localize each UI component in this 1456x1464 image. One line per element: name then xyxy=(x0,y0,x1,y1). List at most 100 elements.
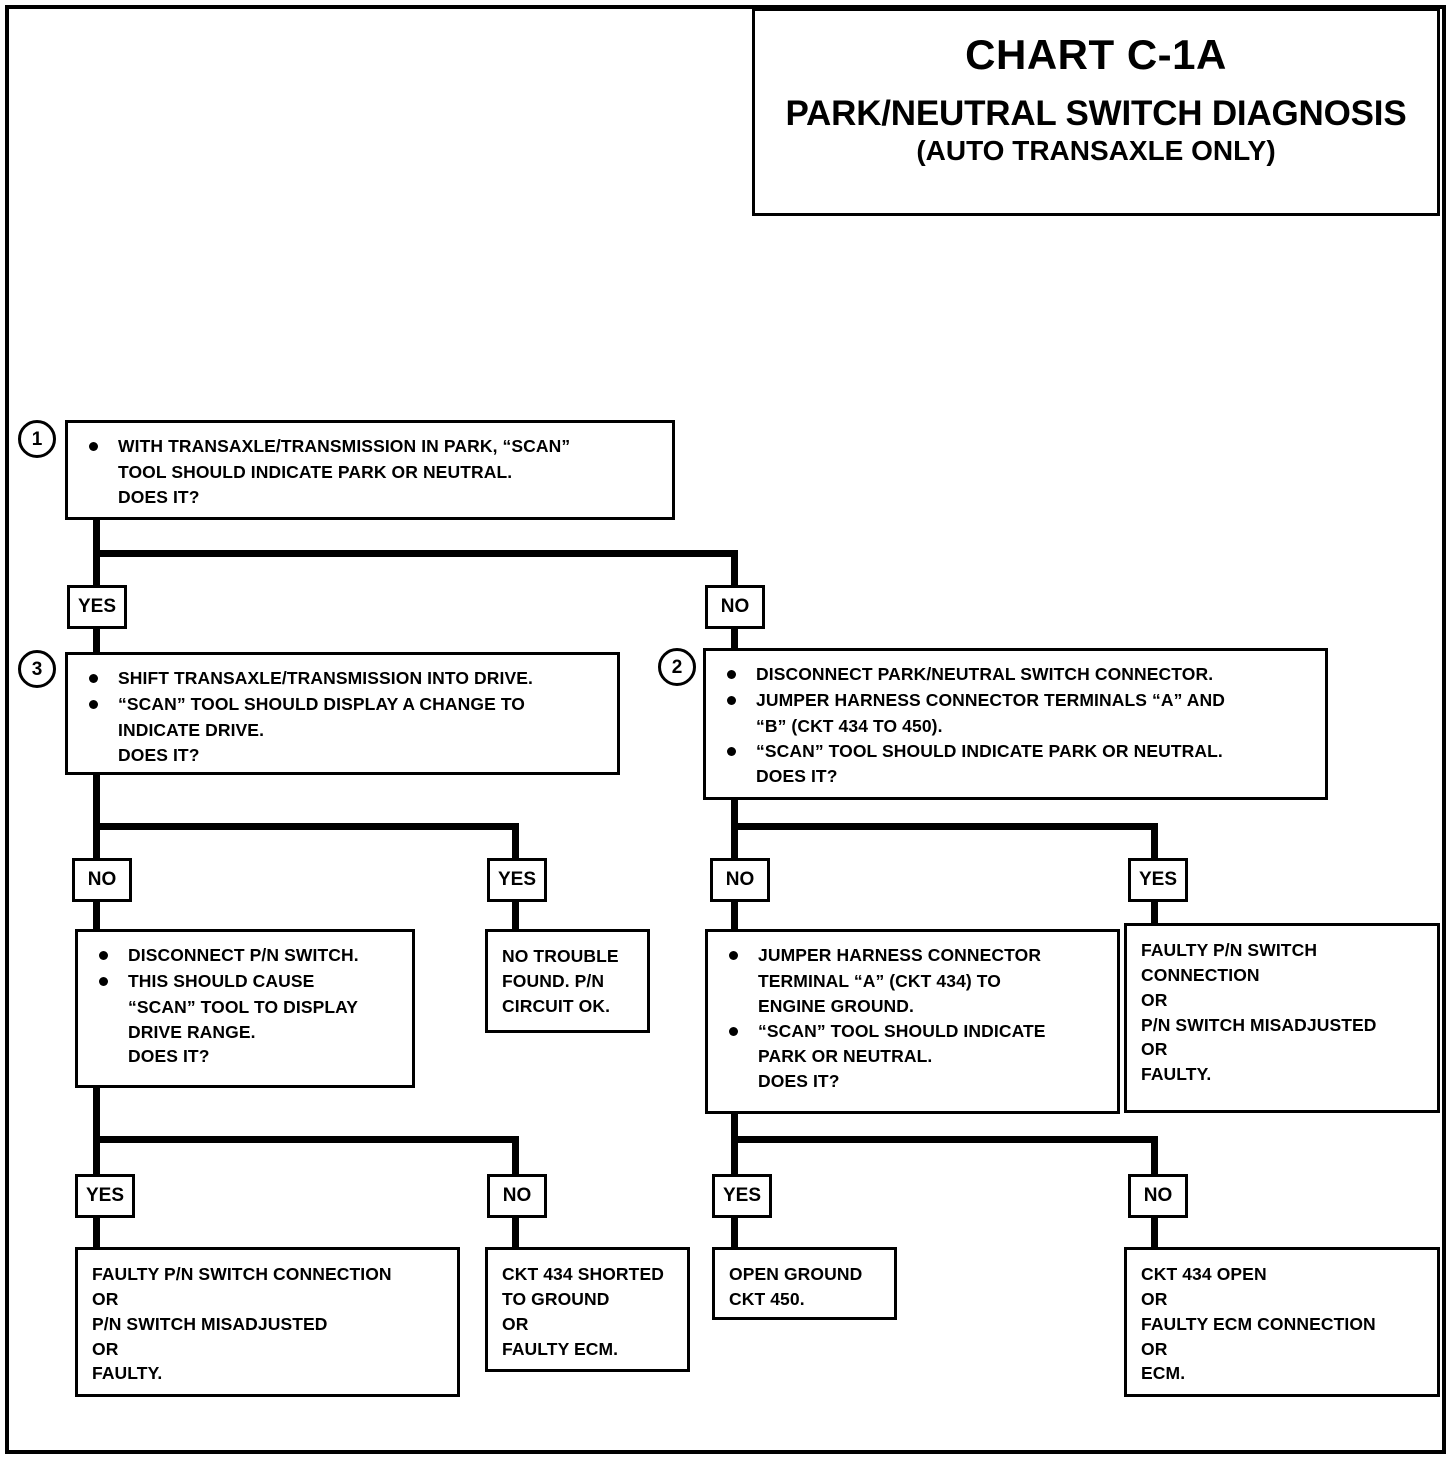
jumper-harness-ground-box: JUMPER HARNESS CONNECTOR TERMINAL “A” (C… xyxy=(705,929,1120,1114)
step-2-line-1: DISCONNECT PARK/NEUTRAL SWITCH CONNECTOR… xyxy=(718,662,1315,687)
decision-jumper-yes[interactable]: YES xyxy=(712,1174,772,1218)
connector-no-to-step2 xyxy=(731,628,738,652)
connector-step2-no-stem xyxy=(731,823,738,858)
faulty-pn-bottom-line-5: FAULTY. xyxy=(92,1363,163,1384)
disconnect-pn-line-5: DOES IT? xyxy=(128,1046,210,1067)
no-trouble-found-box: NO TROUBLE FOUND. P/N CIRCUIT OK. xyxy=(485,929,650,1033)
connector-step2-stem xyxy=(731,800,738,823)
ckt434-shorted-line-4: FAULTY ECM. xyxy=(502,1338,619,1359)
chart-title-block: CHART C-1A PARK/NEUTRAL SWITCH DIAGNOSIS… xyxy=(752,8,1440,216)
connector-disconnect-yes-down xyxy=(93,1217,100,1247)
step-3-line-1: SHIFT TRANSAXLE/TRANSMISSION INTO DRIVE. xyxy=(80,666,607,691)
step-2-line-4: “SCAN” TOOL SHOULD INDICATE PARK OR NEUT… xyxy=(718,739,1315,764)
decision-step2-no[interactable]: NO xyxy=(710,858,770,902)
step-2-line-5: DOES IT? xyxy=(756,766,838,787)
connector-disconnect-no-down xyxy=(512,1217,519,1247)
disconnect-pn-line-3: “SCAN” TOOL TO DISPLAY xyxy=(128,996,359,1017)
decision-jumper-no[interactable]: NO xyxy=(1128,1174,1188,1218)
connector-step2-no-down xyxy=(731,901,738,929)
connector-step1-yes-stem xyxy=(93,550,100,585)
ckt434-open-line-5: ECM. xyxy=(1141,1363,1186,1384)
disconnect-pn-line-4: DRIVE RANGE. xyxy=(128,1021,256,1042)
connector-jumper-stem xyxy=(731,1113,738,1136)
ckt434-open-line-4: OR xyxy=(1141,1338,1168,1359)
open-ground-line-1: OPEN GROUND xyxy=(729,1264,863,1284)
connector-step2-branch-bar xyxy=(731,823,1158,830)
no-trouble-line-1: NO TROUBLE xyxy=(502,946,619,966)
step-3-line-2: “SCAN” TOOL SHOULD DISPLAY A CHANGE TO xyxy=(80,692,607,717)
ckt434-shorted-line-3: OR xyxy=(502,1313,529,1334)
connector-jumper-yes-down xyxy=(731,1217,738,1247)
ckt434-open-line-3: FAULTY ECM CONNECTION xyxy=(1141,1313,1376,1334)
faulty-pn-bottom-line-2: OR xyxy=(92,1288,119,1309)
step-1-line-1: WITH TRANSAXLE/TRANSMISSION IN PARK, “SC… xyxy=(80,434,662,459)
faulty-pn-right-line-2: CONNECTION xyxy=(1141,964,1260,985)
decision-step3-no[interactable]: NO xyxy=(72,858,132,902)
step-2-line-2: JUMPER HARNESS CONNECTOR TERMINALS “A” A… xyxy=(718,688,1315,713)
ckt434-open-line-2: OR xyxy=(1141,1288,1168,1309)
jumper-ground-line-5: PARK OR NEUTRAL. xyxy=(758,1046,933,1067)
connector-step3-branch-bar xyxy=(93,823,519,830)
connector-jumper-no-stem xyxy=(1151,1136,1158,1174)
faulty-pn-right-line-6: FAULTY. xyxy=(1141,1064,1212,1085)
connector-disconnect-branch-bar xyxy=(93,1136,519,1143)
jumper-ground-line-4: “SCAN” TOOL SHOULD INDICATE xyxy=(720,1019,1107,1044)
faulty-pn-right-line-3: OR xyxy=(1141,989,1168,1010)
ckt434-shorted-line-2: TO GROUND xyxy=(502,1288,610,1309)
no-trouble-line-2: FOUND. P/N xyxy=(502,970,605,991)
decision-step1-yes[interactable]: YES xyxy=(67,585,127,629)
connector-jumper-no-down xyxy=(1151,1217,1158,1247)
faulty-pn-right-line-5: OR xyxy=(1141,1039,1168,1060)
jumper-ground-line-3: ENGINE GROUND. xyxy=(758,995,914,1016)
step-3-line-4: DOES IT? xyxy=(118,744,200,765)
decision-step2-yes[interactable]: YES xyxy=(1128,858,1188,902)
step-number-3: 3 xyxy=(18,650,56,688)
jumper-ground-line-6: DOES IT? xyxy=(758,1071,840,1092)
step-2-box: DISCONNECT PARK/NEUTRAL SWITCH CONNECTOR… xyxy=(703,648,1328,800)
chart-name: PARK/NEUTRAL SWITCH DIAGNOSIS xyxy=(785,94,1407,134)
connector-step2-yes-stem xyxy=(1151,823,1158,858)
connector-jumper-yes-stem xyxy=(731,1136,738,1174)
disconnect-pn-line-1: DISCONNECT P/N SWITCH. xyxy=(90,943,402,968)
faulty-pn-right-line-1: FAULTY P/N SWITCH xyxy=(1141,940,1318,960)
connector-step3-no-stem xyxy=(93,823,100,858)
no-trouble-line-3: CIRCUIT OK. xyxy=(502,995,611,1016)
disconnect-pn-line-2: THIS SHOULD CAUSE xyxy=(90,969,402,994)
step-3-line-3: INDICATE DRIVE. xyxy=(118,719,265,740)
connector-disconnect-yes-stem xyxy=(93,1136,100,1174)
step-1-line-3: DOES IT? xyxy=(118,486,200,507)
decision-step1-no[interactable]: NO xyxy=(705,585,765,629)
connector-step3-stem xyxy=(93,775,100,823)
ckt434-open-box: CKT 434 OPEN OR FAULTY ECM CONNECTION OR… xyxy=(1124,1247,1440,1397)
faulty-pn-switch-right-box: FAULTY P/N SWITCH CONNECTION OR P/N SWIT… xyxy=(1124,923,1440,1113)
jumper-ground-line-1: JUMPER HARNESS CONNECTOR xyxy=(720,943,1107,968)
connector-step1-no-stem xyxy=(731,550,738,585)
connector-disconnect-stem xyxy=(93,1088,100,1136)
ckt434-open-line-1: CKT 434 OPEN xyxy=(1141,1264,1267,1284)
step-2-line-3: “B” (CKT 434 TO 450). xyxy=(756,715,943,736)
step-1-line-2: TOOL SHOULD INDICATE PARK OR NEUTRAL. xyxy=(118,461,513,482)
page-border xyxy=(5,5,1446,1454)
connector-step3-yes-down xyxy=(512,901,519,929)
connector-step1-stem xyxy=(93,518,100,550)
step-3-box: SHIFT TRANSAXLE/TRANSMISSION INTO DRIVE.… xyxy=(65,652,620,775)
disconnect-pn-switch-box: DISCONNECT P/N SWITCH. THIS SHOULD CAUSE… xyxy=(75,929,415,1088)
decision-disconnect-no[interactable]: NO xyxy=(487,1174,547,1218)
faulty-pn-bottom-line-1: FAULTY P/N SWITCH CONNECTION xyxy=(92,1264,392,1284)
connector-step2-yes-down xyxy=(1151,901,1158,929)
connector-yes-to-step3 xyxy=(93,628,100,652)
connector-jumper-branch-bar xyxy=(731,1136,1158,1143)
jumper-ground-line-2: TERMINAL “A” (CKT 434) TO xyxy=(758,970,1001,991)
chart-id: CHART C-1A xyxy=(965,31,1227,78)
connector-step1-branch-bar xyxy=(93,550,738,557)
decision-step3-yes[interactable]: YES xyxy=(487,858,547,902)
ckt434-shorted-box: CKT 434 SHORTED TO GROUND OR FAULTY ECM. xyxy=(485,1247,690,1372)
faulty-pn-bottom-line-4: OR xyxy=(92,1338,119,1359)
faulty-pn-bottom-line-3: P/N SWITCH MISADJUSTED xyxy=(92,1313,328,1334)
connector-step3-no-down xyxy=(93,901,100,929)
connector-step3-yes-stem xyxy=(512,823,519,858)
step-number-1: 1 xyxy=(18,420,56,458)
decision-disconnect-yes[interactable]: YES xyxy=(75,1174,135,1218)
step-1-box: WITH TRANSAXLE/TRANSMISSION IN PARK, “SC… xyxy=(65,420,675,520)
faulty-pn-switch-bottom-box: FAULTY P/N SWITCH CONNECTION OR P/N SWIT… xyxy=(75,1247,460,1397)
